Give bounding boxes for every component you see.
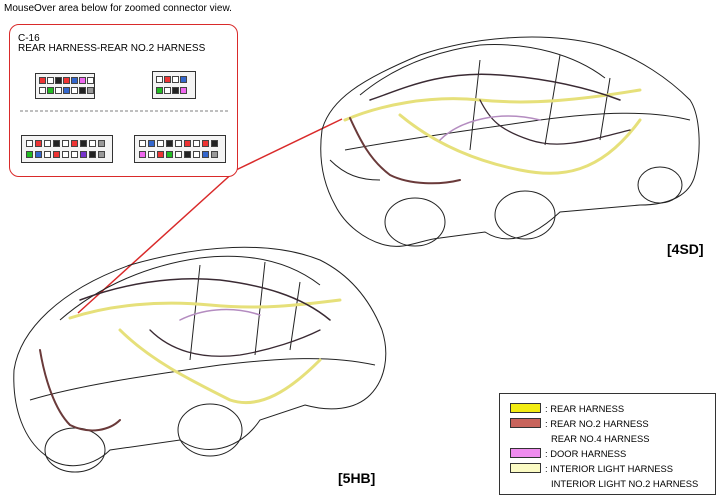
- sedan-car-outline: [320, 36, 700, 247]
- pin: [211, 151, 218, 158]
- pin: [164, 87, 171, 94]
- pin: [71, 77, 78, 84]
- pin: [55, 87, 62, 94]
- callout-leader-line: [235, 118, 343, 171]
- pin: [180, 87, 187, 94]
- pin: [26, 140, 33, 147]
- sedan-harness-wires: [343, 73, 642, 185]
- pin: [184, 140, 191, 147]
- pin: [53, 151, 60, 158]
- pin: [89, 151, 96, 158]
- legend-label: INTERIOR LIGHT NO.2 HARNESS: [551, 477, 699, 489]
- pin: [39, 87, 46, 94]
- pin: [156, 87, 163, 94]
- pin: [55, 77, 62, 84]
- pin: [180, 76, 187, 83]
- pin: [39, 77, 46, 84]
- connector-code: C-16: [18, 33, 40, 44]
- connector-face-top-right: [152, 71, 196, 99]
- pin: [87, 87, 94, 94]
- mouseover-hint: MouseOver area below for zoomed connecto…: [4, 3, 232, 14]
- pin: [47, 87, 54, 94]
- pin: [63, 87, 70, 94]
- pin: [89, 140, 96, 147]
- pin: [71, 151, 78, 158]
- pin: [53, 140, 60, 147]
- pin: [172, 87, 179, 94]
- pin: [47, 77, 54, 84]
- pin: [80, 140, 87, 147]
- pin: [139, 151, 146, 158]
- connector-face-top-left: [35, 73, 95, 99]
- pin: [164, 76, 171, 83]
- legend-label: REAR NO.4 HARNESS: [551, 432, 650, 444]
- legend-row-interior-light-no2: INTERIOR LIGHT NO.2 HARNESS: [500, 476, 698, 490]
- legend-row-rear-no2: : REAR NO.2 HARNESS: [500, 416, 649, 430]
- connector-callout[interactable]: C-16 REAR HARNESS-REAR NO.2 HARNESS: [9, 24, 238, 177]
- legend-label: : INTERIOR LIGHT HARNESS: [545, 462, 673, 474]
- legend-swatch: [510, 448, 541, 458]
- pin: [71, 140, 78, 147]
- pin: [62, 140, 69, 147]
- pin: [98, 151, 105, 158]
- pin: [157, 140, 164, 147]
- pin: [157, 151, 164, 158]
- pin: [44, 151, 51, 158]
- pin: [211, 140, 218, 147]
- pin: [148, 151, 155, 158]
- pin: [166, 151, 173, 158]
- legend-row-rear-no4: REAR NO.4 HARNESS: [500, 431, 649, 445]
- pin: [156, 76, 163, 83]
- pin: [98, 140, 105, 147]
- hatch-car-outline: [13, 246, 387, 473]
- pin: [139, 140, 146, 147]
- hatch-harness-wires: [39, 277, 342, 432]
- connector-face-bottom-left: [21, 135, 113, 163]
- pin: [193, 140, 200, 147]
- pin: [202, 140, 209, 147]
- legend-row-door: : DOOR HARNESS: [500, 446, 626, 460]
- pin: [62, 151, 69, 158]
- legend-row-rear: : REAR HARNESS: [500, 401, 624, 415]
- legend-label: : REAR HARNESS: [545, 402, 625, 414]
- pin: [80, 151, 87, 158]
- pin: [35, 140, 42, 147]
- pin: [35, 151, 42, 158]
- pin: [63, 77, 70, 84]
- pin: [87, 77, 94, 84]
- pin: [79, 87, 86, 94]
- connector-face-bottom-right: [134, 135, 226, 163]
- variant-label-hatch: [5HB]: [338, 470, 376, 486]
- pin: [166, 140, 173, 147]
- callout-leader-line-2: [77, 169, 237, 314]
- harness-legend: : REAR HARNESS : REAR NO.2 HARNESS REAR …: [499, 393, 716, 495]
- legend-swatch: [510, 403, 541, 413]
- legend-swatch: [510, 463, 541, 473]
- pin: [44, 140, 51, 147]
- pin: [175, 151, 182, 158]
- pin: [184, 151, 191, 158]
- connector-title: REAR HARNESS-REAR NO.2 HARNESS: [18, 43, 206, 54]
- pin: [193, 151, 200, 158]
- pin: [79, 77, 86, 84]
- pin: [71, 87, 78, 94]
- legend-swatch: [510, 418, 541, 428]
- pin: [26, 151, 33, 158]
- legend-label: : REAR NO.2 HARNESS: [545, 417, 649, 429]
- pin: [148, 140, 155, 147]
- pin: [172, 76, 179, 83]
- pin: [202, 151, 209, 158]
- legend-label: : DOOR HARNESS: [545, 447, 627, 459]
- variant-label-sedan: [4SD]: [667, 241, 704, 257]
- pin: [175, 140, 182, 147]
- legend-row-interior-light: : INTERIOR LIGHT HARNESS: [500, 461, 673, 475]
